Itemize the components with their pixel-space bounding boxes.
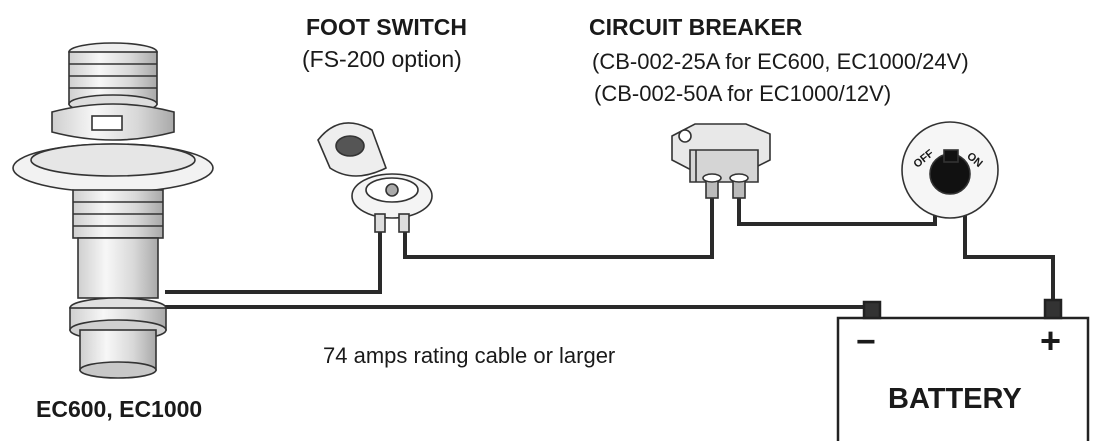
circuit-breaker-spec-50a: (CB-002-50A for EC1000/12V) (594, 81, 892, 106)
battery-icon (836, 298, 1090, 441)
battery-positive-terminal-label: + (1040, 320, 1062, 361)
wire-foot-switch-to-breaker (403, 196, 714, 259)
circuit-breaker-title: CIRCUIT BREAKER (589, 14, 803, 40)
battery-label: BATTERY (888, 383, 1022, 415)
circuit-breaker-icon (671, 123, 771, 199)
cable-rating-note: 74 amps rating cable or larger (323, 343, 616, 368)
foot-switch-option-label: (FS-200 option) (302, 46, 462, 72)
battery-negative-terminal-label: − (856, 323, 876, 361)
foot-switch-icon (317, 122, 433, 233)
windlass-icon (12, 42, 214, 379)
wire-windlass-to-foot-switch (165, 228, 382, 294)
rotary-switch-icon (901, 121, 999, 219)
wire-breaker-to-switch (737, 196, 937, 226)
wires (165, 196, 1055, 309)
wire-switch-to-battery-plus (963, 208, 1055, 306)
wire-windlass-to-battery-minus (165, 305, 874, 309)
circuit-breaker-spec-25a: (CB-002-25A for EC600, EC1000/24V) (592, 49, 969, 74)
windlass-model-label: EC600, EC1000 (36, 396, 203, 422)
foot-switch-title: FOOT SWITCH (306, 14, 467, 40)
